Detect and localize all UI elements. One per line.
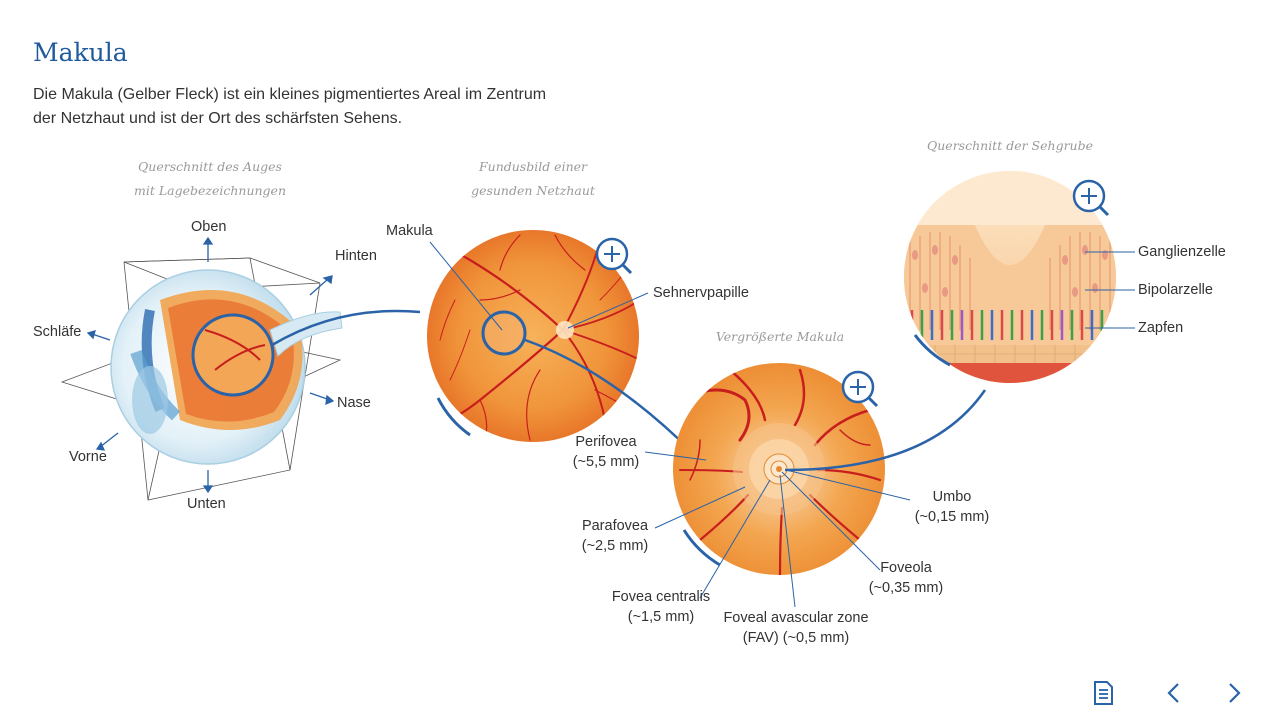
label-schlaefe: Schläfe xyxy=(33,324,82,340)
label-zapfen: Zapfen xyxy=(1138,320,1184,336)
label-vorne: Vorne xyxy=(69,449,107,465)
caption-eye-section: Querschnitt des Auges mit Lagebezeichnun… xyxy=(133,159,287,198)
page-title: Makula xyxy=(33,38,128,67)
zoom-macula-button[interactable] xyxy=(840,369,880,409)
caption-macula: Vergrößerte Makula xyxy=(715,329,845,344)
intro-text: Die Makula (Gelber Fleck) ist ein kleine… xyxy=(33,86,547,127)
label-umbo: Umbo (~0,15 mm) xyxy=(914,489,990,525)
zoom-fundus-button[interactable] xyxy=(594,236,634,276)
notes-button[interactable] xyxy=(1086,676,1120,710)
label-sehnervpapille: Sehnervpapille xyxy=(653,285,749,301)
label-unten: Unten xyxy=(187,496,226,512)
leader-lines xyxy=(429,241,1135,608)
zoom-in-icon xyxy=(1072,179,1110,217)
label-parafovea: Parafovea (~2,5 mm) xyxy=(581,518,649,554)
fundus-image xyxy=(427,230,639,442)
label-perifovea: Perifovea (~5,5 mm) xyxy=(572,434,640,470)
eye-cross-section xyxy=(60,236,343,501)
chevron-left-icon xyxy=(1167,683,1179,703)
chevron-right-icon xyxy=(1229,683,1241,703)
caption-fundus: Fundusbild einer gesunden Netzhaut xyxy=(471,159,595,198)
zoom-section-button[interactable] xyxy=(1071,178,1111,218)
label-faz: Foveal avascular zone (FAV) (~0,5 mm) xyxy=(723,610,869,646)
previous-button[interactable] xyxy=(1157,676,1191,710)
label-foveola: Foveola (~0,35 mm) xyxy=(868,560,944,596)
zoom-in-icon xyxy=(595,237,633,275)
caption-fovea-section: Querschnitt der Sehgrube xyxy=(927,138,1093,153)
label-ganglienzelle: Ganglienzelle xyxy=(1138,244,1226,260)
label-makula: Makula xyxy=(386,223,433,239)
label-bipolarzelle: Bipolarzelle xyxy=(1138,282,1213,298)
document-icon xyxy=(1094,681,1113,705)
label-oben: Oben xyxy=(191,219,227,235)
label-fovea-centralis: Fovea centralis (~1,5 mm) xyxy=(611,589,711,625)
label-hinten: Hinten xyxy=(335,248,377,264)
next-button[interactable] xyxy=(1217,676,1251,710)
fovea-cross-section xyxy=(904,171,1116,383)
zoom-in-icon xyxy=(841,370,879,408)
label-nase: Nase xyxy=(337,395,371,411)
